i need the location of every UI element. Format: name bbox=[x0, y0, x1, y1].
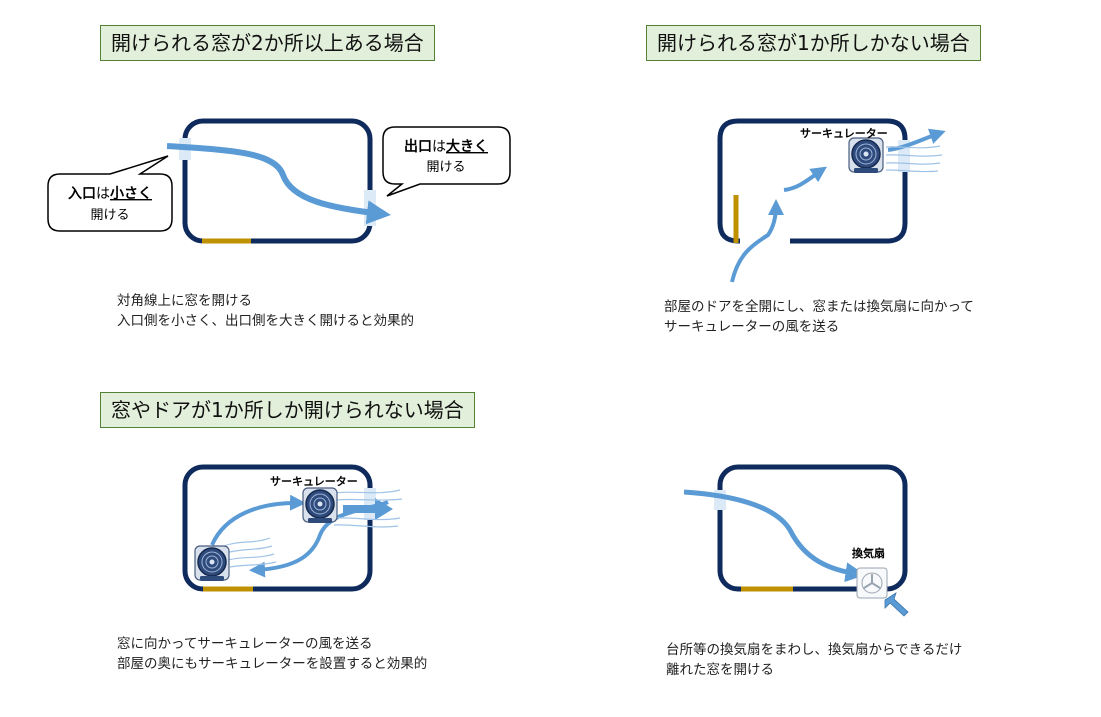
bubble-inlet: 入口は小さく 開ける bbox=[47, 155, 173, 232]
airflow-arrow-icon bbox=[683, 489, 866, 583]
airflow-arrow-icon bbox=[887, 128, 946, 152]
section-title-one-window: 開けられる窓が1か所しかない場合 bbox=[646, 25, 981, 61]
airflow-arrow-icon bbox=[730, 199, 784, 283]
airflow-arrow-icon bbox=[166, 143, 391, 225]
airflow-arrow-icon bbox=[210, 494, 306, 546]
bubble-outlet: 出口は大きく 開ける bbox=[382, 126, 511, 197]
airflow-arrow-icon bbox=[783, 166, 827, 192]
caption-two-windows: 対角線上に窓を開ける 入口側を小さく、出口側を大きく開けると効果的 bbox=[117, 293, 414, 329]
wind-lines bbox=[885, 145, 943, 173]
room-kitchen-fan: 換気扇 bbox=[683, 464, 909, 617]
window-outlet bbox=[364, 190, 376, 226]
room-two-windows bbox=[166, 118, 391, 244]
airflow-arrow-icon bbox=[343, 498, 393, 520]
wind-lines bbox=[223, 489, 403, 568]
caption-one-opening: 窓に向かってサーキュレーターの風を送る 部屋の奥にもサーキュレーターを設置すると… bbox=[117, 636, 428, 672]
section-title-one-opening: 窓やドアが1か所しか開けられない場合 bbox=[100, 392, 475, 428]
room-one-opening: サーキュレーター bbox=[182, 464, 403, 592]
caption-kitchen-fan: 台所等の換気扇をまわし、換気扇からできるだけ 離れた窓を開ける bbox=[666, 642, 963, 678]
caption-one-window: 部屋のドアを全開にし、窓または換気扇に向かって サーキュレーターの風を送る bbox=[664, 299, 974, 335]
svg-text:開ける: 開ける bbox=[426, 160, 465, 175]
svg-text:開ける: 開ける bbox=[90, 208, 129, 223]
circulator-icon bbox=[302, 487, 338, 524]
section-title-two-windows: 開けられる窓が2か所以上ある場合 bbox=[100, 25, 435, 61]
circulator-label: サーキュレーター bbox=[800, 127, 888, 140]
svg-text:入口は小さく: 入口は小さく bbox=[68, 186, 152, 202]
ventilation-fan-label: 換気扇 bbox=[852, 546, 885, 560]
circulator-icon bbox=[848, 137, 884, 174]
circulator-icon bbox=[194, 545, 230, 582]
ventilation-fan-icon bbox=[856, 567, 888, 599]
room-one-window: サーキュレーター bbox=[717, 118, 946, 283]
airflow-arrow-icon bbox=[884, 592, 909, 617]
svg-text:出口は大きく: 出口は大きく bbox=[404, 138, 488, 155]
circulator-label: サーキュレーター bbox=[270, 475, 358, 488]
